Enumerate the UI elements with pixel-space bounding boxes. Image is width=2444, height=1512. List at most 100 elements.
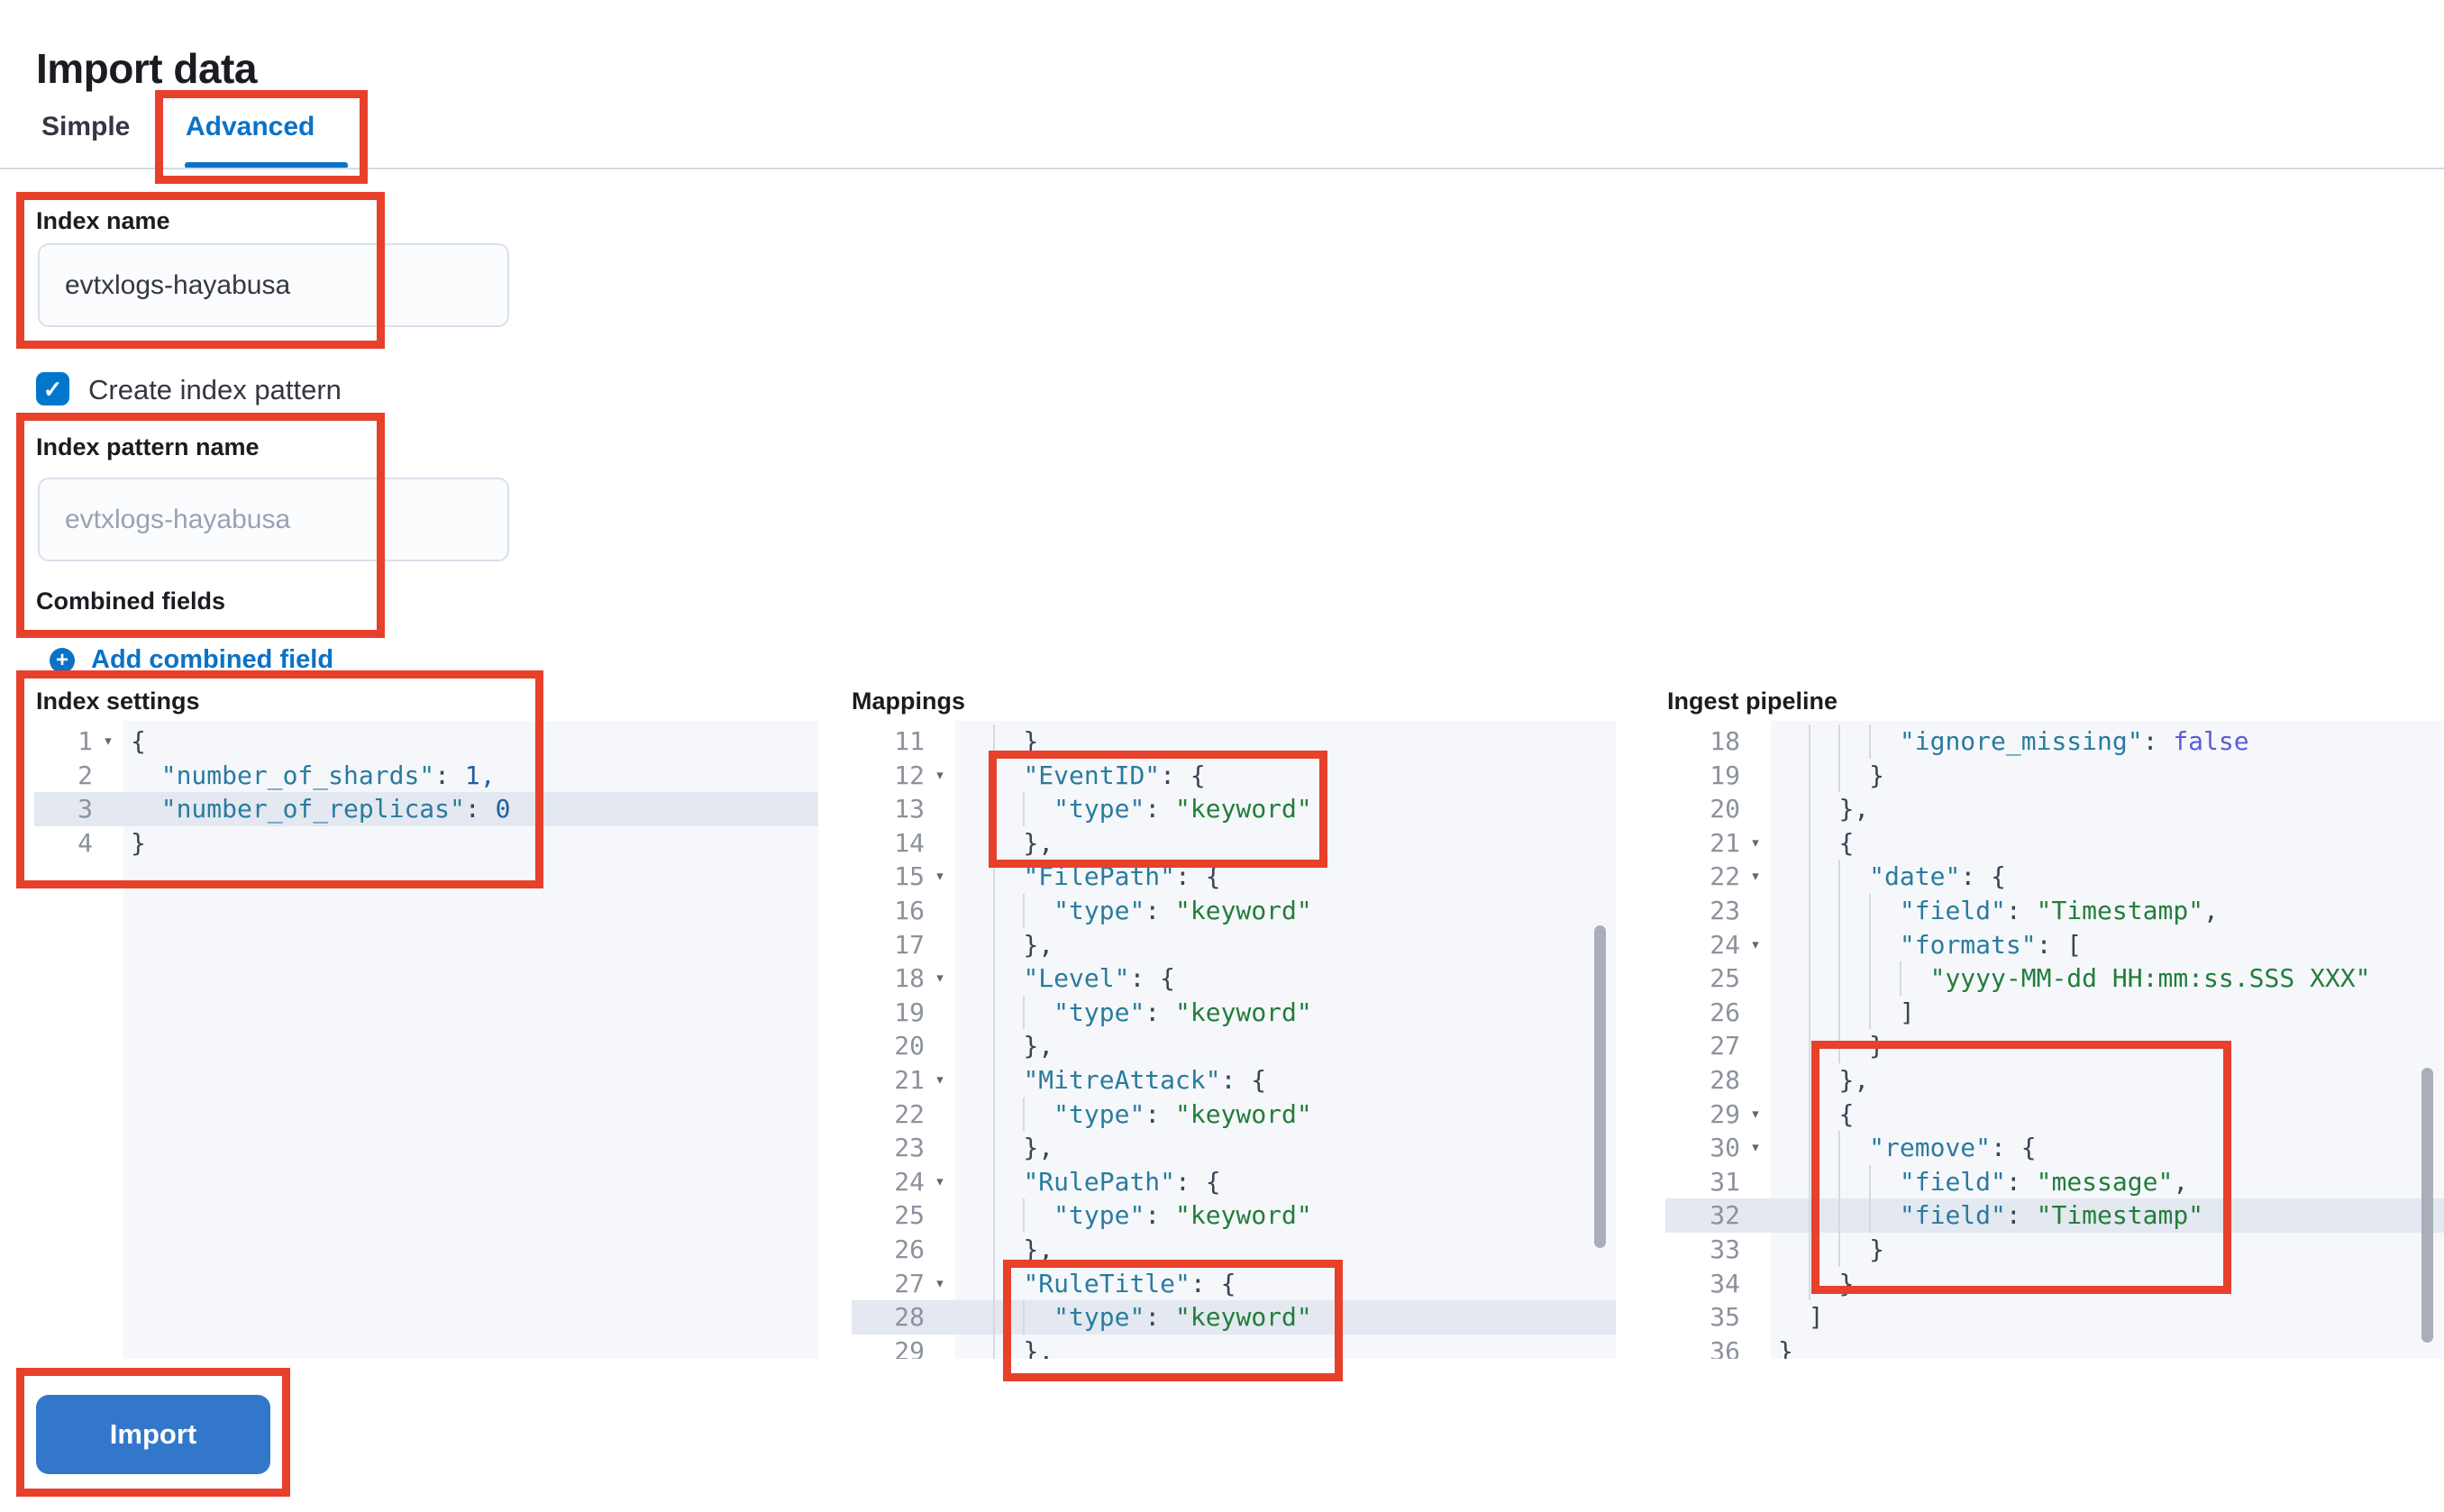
code-line[interactable]: 21▾{ (1665, 825, 2444, 861)
fold-spacer (1740, 1300, 1771, 1334)
fold-spacer (1740, 1233, 1771, 1267)
code-line[interactable]: 13"type": "keyword" (852, 792, 1616, 826)
code-line[interactable]: 31"field": "message", (1665, 1164, 2444, 1199)
add-combined-field-button[interactable]: + Add combined field (50, 645, 333, 675)
fold-arrow-icon[interactable]: ▾ (935, 1069, 945, 1089)
add-combined-field-label: Add combined field (91, 645, 334, 674)
fold-arrow-icon[interactable]: ▾ (103, 731, 114, 751)
code-line[interactable]: 29▾{ (1665, 1097, 2444, 1132)
code-line[interactable]: 30▾"remove": { (1665, 1131, 2444, 1165)
tabs-divider (0, 168, 2444, 169)
fold-spacer (1740, 1029, 1771, 1063)
code-line[interactable]: 19"type": "keyword" (852, 995, 1616, 1030)
fold-arrow-icon[interactable]: ▾ (935, 866, 945, 887)
fold-arrow-icon[interactable]: ▾ (935, 1170, 945, 1191)
fold-arrow-icon[interactable]: ▾ (1750, 1137, 1761, 1158)
fold-arrow-icon[interactable]: ▾ (935, 1272, 945, 1293)
code-line[interactable]: 20}, (1665, 792, 2444, 826)
fold-spacer (1740, 724, 1771, 759)
code-line[interactable]: 1▾{ (34, 724, 818, 759)
fold-spacer (925, 1131, 955, 1165)
code-line[interactable]: 34} (1665, 1266, 2444, 1301)
tab-simple[interactable]: Simple (41, 112, 131, 141)
fold-spacer (1740, 1063, 1771, 1098)
code-line[interactable]: 11} (852, 724, 1616, 759)
mappings-label: Mappings (852, 688, 965, 715)
fold-spacer (1740, 894, 1771, 928)
mappings-scrollbar[interactable] (1594, 925, 1606, 1248)
code-line[interactable]: 36} (1665, 1334, 2444, 1359)
code-line[interactable]: 24▾"RulePath": { (852, 1164, 1616, 1199)
fold-arrow-icon[interactable]: ▾ (935, 764, 945, 785)
code-line[interactable]: 16"type": "keyword" (852, 893, 1616, 928)
page-title: Import data (36, 44, 257, 92)
code-line[interactable]: 21▾"MitreAttack": { (852, 1062, 1616, 1098)
index-settings-editor[interactable]: 1▾{2"number_of_shards": 1,3"number_of_re… (34, 721, 818, 1359)
fold-spacer (925, 996, 955, 1030)
fold-spacer (93, 759, 123, 793)
code-line[interactable]: 19} (1665, 758, 2444, 793)
tab-advanced-active-underline (185, 162, 348, 169)
code-line[interactable]: 29}, (852, 1334, 1616, 1359)
fold-spacer (1740, 961, 1771, 996)
fold-spacer (925, 1198, 955, 1233)
fold-spacer (1740, 759, 1771, 793)
code-line[interactable]: 23}, (852, 1131, 1616, 1165)
code-line[interactable]: 15▾"FilePath": { (852, 860, 1616, 894)
code-line[interactable]: 3"number_of_replicas": 0 (34, 792, 818, 826)
fold-arrow-icon[interactable]: ▾ (1750, 934, 1761, 954)
code-line[interactable]: 22▾"date": { (1665, 860, 2444, 894)
fold-spacer (1740, 792, 1771, 826)
combined-fields-label: Combined fields (36, 587, 226, 615)
fold-spacer (925, 1334, 955, 1359)
code-line[interactable]: 32"field": "Timestamp" (1665, 1198, 2444, 1233)
code-line[interactable]: 25"yyyy-MM-dd HH:mm:ss.SSS XXX" (1665, 961, 2444, 996)
code-line[interactable]: 28"type": "keyword" (852, 1300, 1616, 1334)
fold-spacer (1740, 1334, 1771, 1359)
code-line[interactable]: 26] (1665, 995, 2444, 1030)
code-line[interactable]: 27} (1665, 1029, 2444, 1063)
index-name-input[interactable] (38, 243, 509, 327)
index-pattern-name-input[interactable] (38, 478, 509, 561)
code-line[interactable]: 18"ignore_missing": false (1665, 724, 2444, 759)
fold-arrow-icon[interactable]: ▾ (935, 968, 945, 988)
code-line[interactable]: 25"type": "keyword" (852, 1198, 1616, 1233)
code-line[interactable]: 14}, (852, 825, 1616, 861)
code-line[interactable]: 23"field": "Timestamp", (1665, 893, 2444, 928)
import-button-label: Import (109, 1418, 197, 1450)
fold-spacer (925, 928, 955, 962)
code-line[interactable]: 24▾"formats": [ (1665, 927, 2444, 962)
index-settings-label: Index settings (36, 688, 200, 715)
code-line[interactable]: 20}, (852, 1029, 1616, 1063)
code-line[interactable]: 33} (1665, 1232, 2444, 1267)
checkmark-icon: ✓ (42, 375, 63, 403)
import-button[interactable]: Import (36, 1395, 270, 1474)
tab-advanced[interactable]: Advanced (186, 112, 315, 141)
code-line[interactable]: 35] (1665, 1300, 2444, 1334)
code-line[interactable]: 26}, (852, 1232, 1616, 1267)
mappings-editor[interactable]: 11}12▾"EventID": {13"type": "keyword"14}… (852, 721, 1616, 1359)
code-line[interactable]: 17}, (852, 927, 1616, 962)
create-index-pattern-label: Create index pattern (88, 374, 342, 405)
code-line[interactable]: 12▾"EventID": { (852, 758, 1616, 793)
fold-spacer (1740, 1198, 1771, 1233)
code-line[interactable]: 27▾"RuleTitle": { (852, 1266, 1616, 1301)
ingest-pipeline-scrollbar[interactable] (2421, 1068, 2433, 1343)
fold-spacer (925, 1098, 955, 1132)
index-pattern-name-label: Index pattern name (36, 433, 260, 460)
fold-spacer (925, 894, 955, 928)
plus-in-circle-icon: + (50, 647, 75, 673)
code-line[interactable]: 2"number_of_shards": 1, (34, 759, 818, 793)
code-line[interactable]: 18▾"Level": { (852, 961, 1616, 996)
fold-arrow-icon[interactable]: ▾ (1750, 1103, 1761, 1124)
ingest-pipeline-label: Ingest pipeline (1667, 688, 1838, 715)
fold-spacer (925, 1029, 955, 1063)
fold-arrow-icon[interactable]: ▾ (1750, 866, 1761, 887)
create-index-pattern-checkbox[interactable]: ✓ (36, 372, 69, 405)
fold-arrow-icon[interactable]: ▾ (1750, 832, 1761, 852)
code-line[interactable]: 22"type": "keyword" (852, 1097, 1616, 1132)
fold-spacer (1740, 1267, 1771, 1301)
code-line[interactable]: 4} (34, 826, 818, 861)
code-line[interactable]: 28}, (1665, 1062, 2444, 1098)
